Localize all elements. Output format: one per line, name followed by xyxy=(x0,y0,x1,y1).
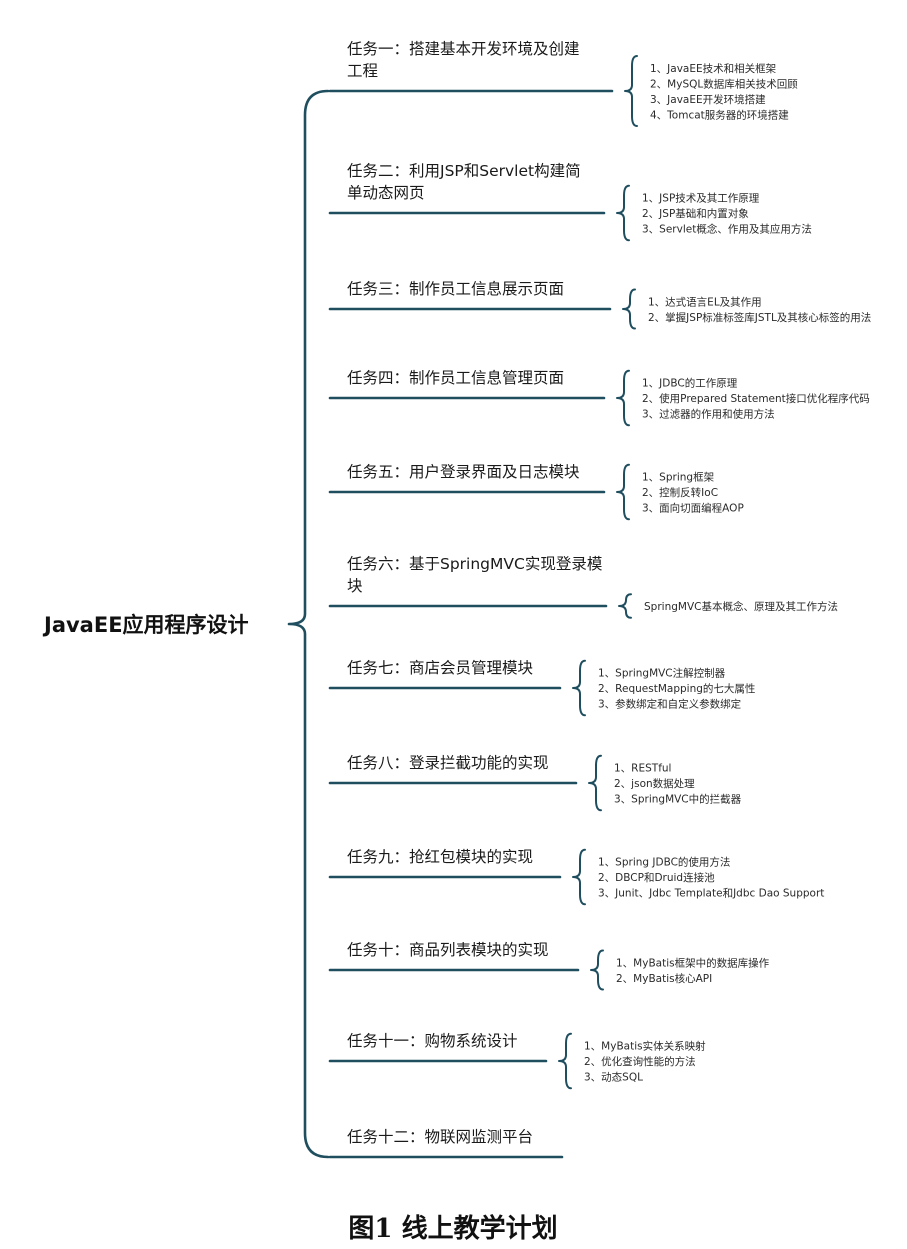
task-branch: 任务四：制作员工信息管理页面 1、JDBC的工作原理 2、使用Prepared St… xyxy=(328,369,870,427)
subtopic-item: 2、DBCP和Druid连接池 xyxy=(598,871,715,884)
task-title: 任务四：制作员工信息管理页面 xyxy=(347,369,564,387)
task-title: 任务十二：物联网监测平台 xyxy=(347,1128,533,1146)
subtopic-brace xyxy=(572,659,586,717)
subtopic-brace xyxy=(588,754,602,812)
subtopic-item: 3、JavaEE开发环境搭建 xyxy=(650,93,766,106)
task-title: 任务七：商店会员管理模块 xyxy=(347,659,533,677)
task-title: 任务六：基于SpringMVC实现登录模 xyxy=(347,555,602,573)
task-title: 单动态网页 xyxy=(347,184,425,202)
subtopic-item: 2、掌握JSP标准标签库JSTL及其核心标签的用法 xyxy=(648,311,871,324)
task-title: 任务十：商品列表模块的实现 xyxy=(347,941,549,959)
task-title: 工程 xyxy=(347,62,378,80)
subtopic-brace xyxy=(618,593,632,619)
subtopic-item: 3、SpringMVC中的拦截器 xyxy=(614,793,742,806)
figure-caption: 图1 线上教学计划 xyxy=(348,1213,557,1244)
task-branch: 任务十一：购物系统设计 1、MyBatis实体关系映射 2、优化查询性能的方法 3、动… xyxy=(328,1032,706,1090)
task-title: 任务一：搭建基本开发环境及创建 xyxy=(347,39,580,58)
subtopic-brace xyxy=(590,949,604,991)
subtopic-item: 1、达式语言EL及其作用 xyxy=(648,295,762,308)
subtopic-item: 2、MyBatis核心API xyxy=(616,972,712,985)
subtopic-item: 1、JDBC的工作原理 xyxy=(642,377,738,390)
root-topic-label: JavaEE应用程序设计 xyxy=(42,613,249,637)
root-brace xyxy=(287,89,330,1159)
subtopic-item: 1、JSP技术及其工作原理 xyxy=(642,192,760,205)
subtopic-brace xyxy=(572,848,586,906)
subtopic-brace xyxy=(558,1032,572,1090)
subtopic-item: 2、控制反转IoC xyxy=(642,486,718,499)
subtopic-item: 2、优化查询性能的方法 xyxy=(584,1055,696,1068)
subtopic-item: 1、SpringMVC注解控制器 xyxy=(598,667,726,680)
subtopic-brace xyxy=(616,369,630,427)
subtopic-item: 2、MySQL数据库相关技术回顾 xyxy=(650,77,798,90)
subtopic-item: 2、RequestMapping的七大属性 xyxy=(598,682,755,695)
subtopic-item: 2、json数据处理 xyxy=(614,777,695,790)
subtopic-item: 1、Spring JDBC的使用方法 xyxy=(598,856,730,869)
subtopic-item: 3、Junit、Jdbc Template和Jdbc Dao Support xyxy=(598,888,824,900)
subtopic-brace xyxy=(622,288,636,330)
task-branch: 任务八：登录拦截功能的实现 1、RESTful 2、json数据处理 3、Spring… xyxy=(328,754,742,812)
task-title: 任务三：制作员工信息展示页面 xyxy=(347,280,564,298)
subtopic-item: 1、MyBatis实体关系映射 xyxy=(584,1040,706,1053)
subtopic-item: 1、RESTful xyxy=(614,763,671,775)
task-branch: 任务五：用户登录界面及日志模块 1、Spring框架 2、控制反转IoC 3、面向切面… xyxy=(328,463,744,521)
subtopic-item: 1、JavaEE技术和相关框架 xyxy=(650,62,777,75)
subtopic-brace xyxy=(624,55,638,127)
subtopic-item: 3、过滤器的作用和使用方法 xyxy=(642,408,775,421)
subtopic-item: 2、使用Prepared Statement接口优化程序代码 xyxy=(642,392,870,405)
task-title: 任务八：登录拦截功能的实现 xyxy=(347,754,549,772)
task-title: 任务五：用户登录界面及日志模块 xyxy=(347,463,580,481)
subtopic-item: 3、Servlet概念、作用及其应用方法 xyxy=(642,223,812,236)
subtopic-item: 3、动态SQL xyxy=(584,1071,643,1084)
task-title: 任务九：抢红包模块的实现 xyxy=(347,848,533,866)
task-title: 任务十一：购物系统设计 xyxy=(347,1032,518,1050)
subtopic-brace xyxy=(616,463,630,521)
task-branch: 任务十二：物联网监测平台 xyxy=(328,1128,564,1159)
task-branch: 任务七：商店会员管理模块 1、SpringMVC注解控制器 2、RequestMap… xyxy=(328,659,755,717)
subtopic-item: 2、JSP基础和内置对象 xyxy=(642,207,749,220)
subtopic-brace xyxy=(616,184,630,242)
subtopic-item: 1、Spring框架 xyxy=(642,471,715,484)
task-branch: 任务三：制作员工信息展示页面 1、达式语言EL及其作用 2、掌握JSP标准标签库JS… xyxy=(328,280,871,330)
subtopic-item: 1、MyBatis框架中的数据库操作 xyxy=(616,956,770,969)
subtopic-item: 3、参数绑定和自定义参数绑定 xyxy=(598,698,742,711)
task-branch: 任务九：抢红包模块的实现 1、Spring JDBC的使用方法 2、DBCP和Dru… xyxy=(328,848,824,906)
task-title: 任务二：利用JSP和Servlet构建简 xyxy=(347,162,581,180)
task-branch: 任务十：商品列表模块的实现 1、MyBatis框架中的数据库操作 2、MyBatis… xyxy=(328,941,770,991)
subtopic-item: SpringMVC基本概念、原理及其工作方法 xyxy=(644,600,838,613)
subtopic-item: 3、面向切面编程AOP xyxy=(642,502,744,515)
subtopic-item: 4、Tomcat服务器的环境搭建 xyxy=(650,108,789,121)
task-title: 块 xyxy=(347,577,363,595)
